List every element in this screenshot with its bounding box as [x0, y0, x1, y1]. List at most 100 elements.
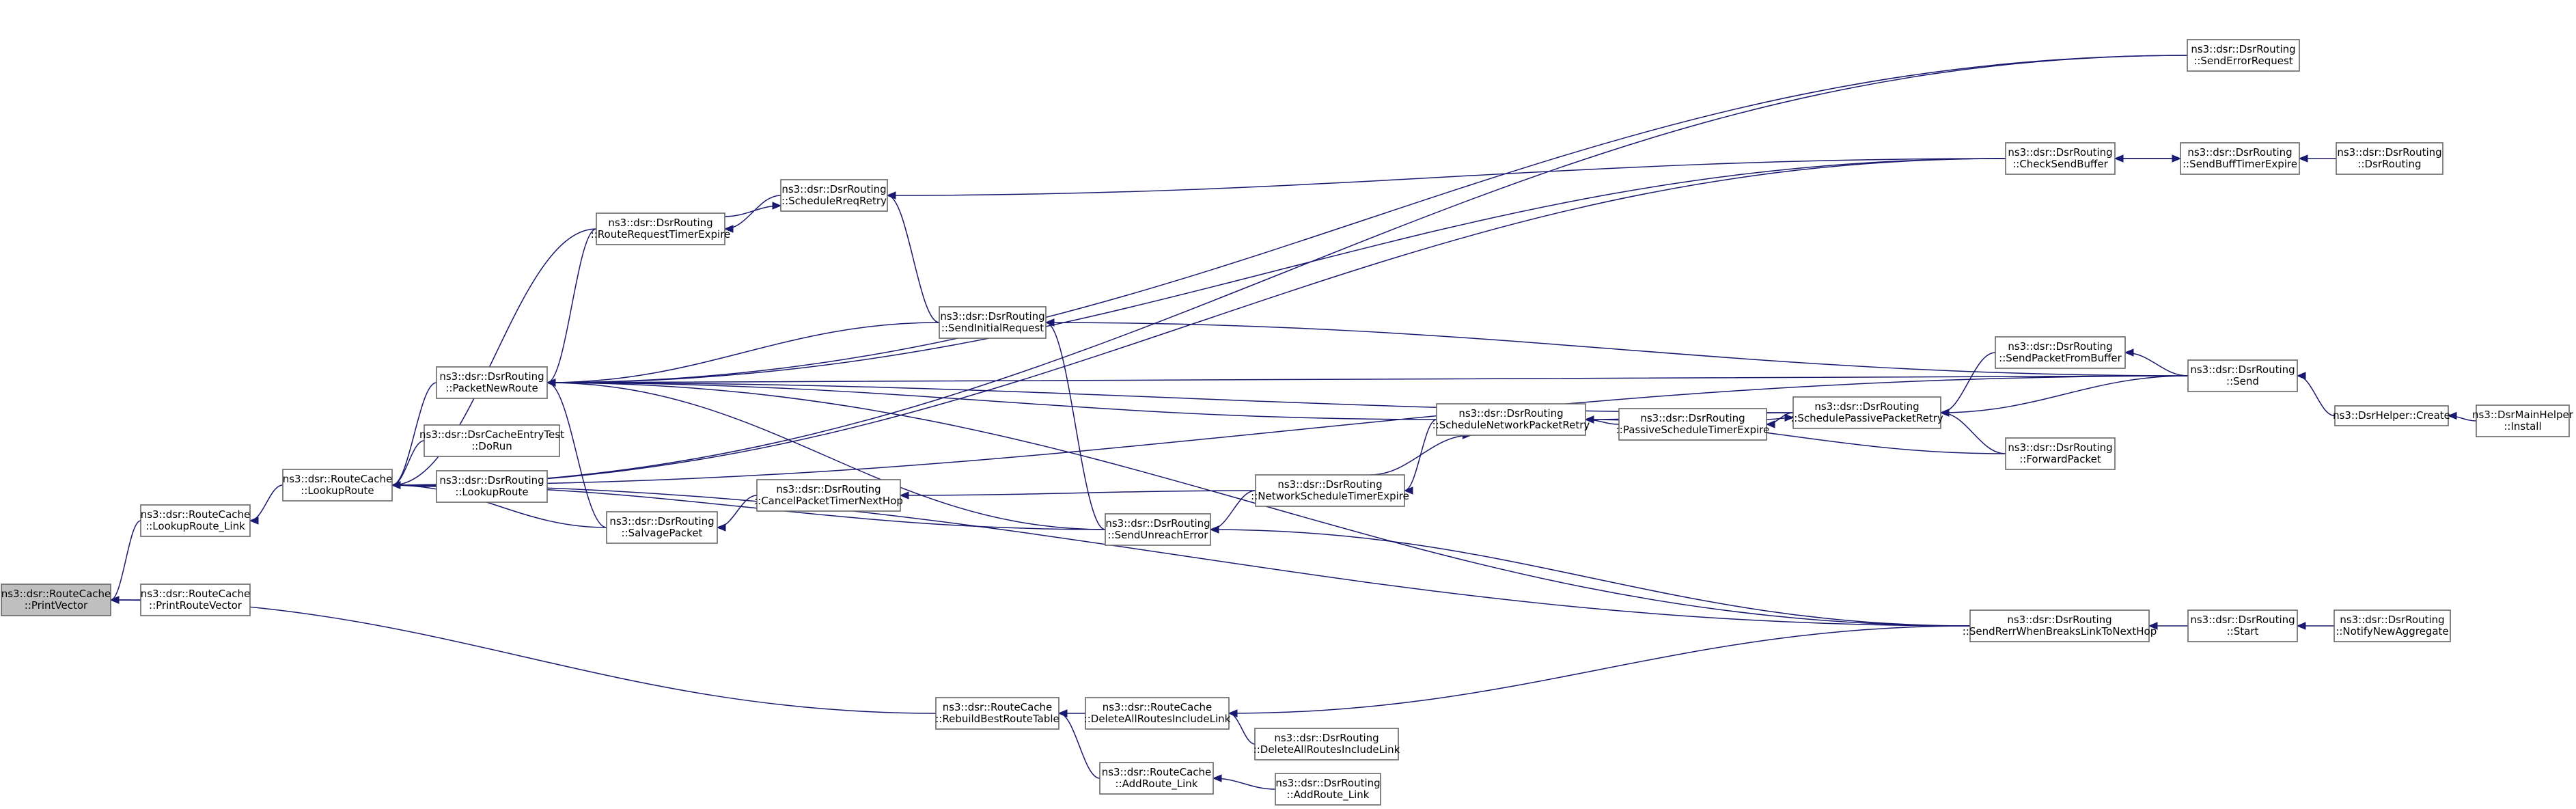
- node-send[interactable]: ns3::dsr::DsrRouting::Send: [2187, 359, 2298, 392]
- node-sendrerrwhenbreaks[interactable]: ns3::dsr::DsrRouting::SendRerrWhenBreaks…: [1963, 609, 2157, 642]
- node-label-line: ns3::dsr::DsrRouting: [2187, 146, 2292, 159]
- node-label-line: ns3::dsr::DsrRouting: [1105, 517, 1210, 530]
- node-networkscheduletimerexpire[interactable]: ns3::dsr::DsrRouting::NetworkScheduleTim…: [1251, 474, 1409, 507]
- node-box[interactable]: [1792, 396, 1941, 429]
- node-box[interactable]: [939, 306, 1047, 339]
- node-box[interactable]: [1099, 762, 1214, 795]
- node-box[interactable]: [282, 469, 393, 502]
- node-routerequesttimerexpire[interactable]: ns3::dsr::DsrRouting::RouteRequestTimerE…: [591, 212, 731, 245]
- node-box[interactable]: [436, 470, 548, 503]
- node-box[interactable]: [1254, 728, 1399, 760]
- node-packetnewroute[interactable]: ns3::dsr::DsrRouting::PacketNewRoute: [436, 366, 548, 399]
- node-forwardpacket[interactable]: ns3::dsr::DsrRouting::ForwardPacket: [2005, 437, 2116, 470]
- node-lookuproute[interactable]: ns3::dsr::RouteCache::LookupRoute: [282, 469, 393, 502]
- node-label-line: ::ScheduleNetworkPacketRetry: [1432, 419, 1590, 431]
- node-salvagepacket[interactable]: ns3::dsr::DsrRouting::SalvagePacket: [606, 511, 718, 544]
- edges-layer: [109, 55, 2477, 790]
- node-routing_addroute_link[interactable]: ns3::dsr::DsrRouting::AddRoute_Link: [1275, 773, 1381, 806]
- node-box[interactable]: [2187, 39, 2300, 72]
- node-dsrrouting_ctor[interactable]: ns3::dsr::DsrRouting::DsrRouting: [2336, 142, 2443, 175]
- node-sendpacketfrombuffer[interactable]: ns3::dsr::DsrRouting::SendPacketFromBuff…: [1995, 336, 2126, 369]
- node-box[interactable]: [2187, 609, 2298, 642]
- node-box[interactable]: [1, 584, 111, 616]
- node-label-line: ::RebuildBestRouteTable: [935, 713, 1060, 725]
- node-routing_deleteallroutes[interactable]: ns3::dsr::DsrRouting::DeleteAllRoutesInc…: [1254, 728, 1400, 760]
- node-box[interactable]: [2333, 609, 2451, 642]
- node-box[interactable]: [1969, 609, 2150, 642]
- node-routing_lookuproute[interactable]: ns3::dsr::DsrRouting::LookupRoute: [436, 470, 548, 503]
- node-box[interactable]: [1436, 403, 1586, 436]
- node-box[interactable]: [2005, 437, 2116, 470]
- node-box[interactable]: [2187, 359, 2298, 392]
- node-sendinitialrequest[interactable]: ns3::dsr::DsrRouting::SendInitialRequest: [939, 306, 1047, 339]
- node-box[interactable]: [140, 584, 251, 616]
- node-notifynewaggregate[interactable]: ns3::dsr::DsrRouting::NotifyNewAggregate: [2333, 609, 2451, 642]
- node-sendunreacherror[interactable]: ns3::dsr::DsrRouting::SendUnreachError: [1105, 513, 1211, 546]
- node-label-line: ns3::dsr::DsrRouting: [1274, 732, 1379, 744]
- node-label-line: ::LookupRoute_Link: [146, 520, 245, 533]
- node-label-line: ::CheckSendBuffer: [2012, 158, 2108, 170]
- call-edge-routerequesttimerexpire-to-packetnewroute: [546, 228, 597, 383]
- node-box[interactable]: [606, 511, 718, 544]
- node-printroutevector[interactable]: ns3::dsr::RouteCache::PrintRouteVector: [140, 584, 251, 616]
- node-label-line: ::DoRun: [471, 440, 512, 452]
- call-edge-forwardpacket-to-schedulepassivepacketretry: [1940, 412, 2006, 454]
- node-box[interactable]: [1085, 697, 1230, 730]
- node-box[interactable]: [2005, 142, 2116, 175]
- node-printvector[interactable]: ns3::dsr::RouteCache::PrintVector: [1, 584, 111, 616]
- node-schedulerreqretry[interactable]: ns3::dsr::DsrRouting::ScheduleRreqRetry: [780, 179, 888, 212]
- node-schedulepassivepacketretry[interactable]: ns3::dsr::DsrRouting::SchedulePassivePac…: [1790, 396, 1943, 429]
- node-senderrorrequest[interactable]: ns3::dsr::DsrRouting::SendErrorRequest: [2187, 39, 2300, 72]
- node-box[interactable]: [436, 366, 548, 399]
- call-edge-salvagepacket-to-lookuproute: [391, 484, 607, 528]
- node-box[interactable]: [1105, 513, 1211, 546]
- call-edge-senderrorrequest-to-packetnewroute: [546, 55, 2188, 383]
- arrowhead-mainhelperinstall-to-helpercreate: [2447, 411, 2457, 420]
- node-box[interactable]: [1275, 773, 1381, 806]
- node-label-line: ns3::dsr::DsrRouting: [1458, 407, 1563, 420]
- node-box[interactable]: [2334, 405, 2449, 426]
- node-label-line: ::DeleteAllRoutesIncludeLink: [1254, 743, 1400, 756]
- node-start[interactable]: ns3::dsr::DsrRouting::Start: [2187, 609, 2298, 642]
- node-cacheentrytest[interactable]: ns3::dsr::DsrCacheEntryTest::DoRun: [419, 424, 564, 457]
- node-passivescheduletimerexpire[interactable]: ns3::dsr::DsrRouting::PassiveScheduleTim…: [1616, 408, 1770, 441]
- node-schedulenetworkpacketretry[interactable]: ns3::dsr::DsrRouting::ScheduleNetworkPac…: [1432, 403, 1590, 436]
- node-checksendbuffer[interactable]: ns3::dsr::DsrRouting::CheckSendBuffer: [2005, 142, 2116, 175]
- node-box[interactable]: [424, 424, 560, 457]
- node-sendbufftimerexpire[interactable]: ns3::dsr::DsrRouting::SendBuffTimerExpir…: [2180, 142, 2300, 175]
- node-box[interactable]: [2336, 142, 2443, 175]
- node-label-line: ::SendRerrWhenBreaksLinkToNextHop: [1963, 625, 2157, 637]
- node-cancelpackettimernexthop[interactable]: ns3::dsr::DsrRouting::CancelPacketTimerN…: [754, 479, 903, 512]
- node-box[interactable]: [780, 179, 888, 212]
- node-mainhelperinstall[interactable]: ns3::DsrMainHelper::Install: [2472, 404, 2574, 437]
- node-box[interactable]: [935, 697, 1060, 730]
- node-label-line: ::Install: [2504, 420, 2541, 433]
- node-helpercreate[interactable]: ns3::DsrHelper::Create: [2333, 405, 2450, 426]
- node-label-line: ns3::dsr::DsrRouting: [439, 370, 544, 383]
- arrowhead-send-to-sendinitialrequest: [1044, 318, 1055, 327]
- node-label-line: ::Send: [2226, 375, 2259, 387]
- call-edge-send-to-sendpacketfrombuffer: [2124, 352, 2189, 376]
- node-box[interactable]: [2476, 404, 2570, 437]
- node-label-line: ns3::dsr::DsrRouting: [2008, 340, 2112, 353]
- node-label-line: ns3::dsr::RouteCache: [1103, 701, 1213, 713]
- arrowhead-schedulenetworkpacketretry-to-networkscheduletimerexpire: [1403, 486, 1413, 495]
- arrowhead-sendrerrwhenbreaks-to-lookuproute: [391, 481, 401, 489]
- arrowhead-forwardpacket-to-schedulenetworkpacketretry: [1584, 415, 1594, 424]
- node-addroute_link[interactable]: ns3::dsr::RouteCache::AddRoute_Link: [1099, 762, 1214, 795]
- node-box[interactable]: [596, 212, 725, 245]
- node-rebuildbestroutetable[interactable]: ns3::dsr::RouteCache::RebuildBestRouteTa…: [935, 697, 1060, 730]
- node-box[interactable]: [756, 479, 901, 512]
- node-box[interactable]: [1618, 408, 1767, 441]
- node-lookuproute_link[interactable]: ns3::dsr::RouteCache::LookupRoute_Link: [140, 504, 251, 537]
- arrowhead-schedulerreqretry-to-routerequesttimerexpire: [723, 225, 734, 233]
- node-label-line: ns3::dsr::DsrRouting: [2007, 614, 2111, 626]
- call-edge-sendinitialrequest-to-schedulerreqretry: [887, 195, 940, 323]
- node-box[interactable]: [2180, 142, 2300, 175]
- node-box[interactable]: [1255, 474, 1405, 507]
- call-edge-sendunreacherror-to-sendinitialrequest: [1045, 322, 1106, 530]
- node-box[interactable]: [140, 504, 251, 537]
- node-deleteallroutesincludelink[interactable]: ns3::dsr::RouteCache::DeleteAllRoutesInc…: [1084, 697, 1231, 730]
- node-box[interactable]: [1995, 336, 2126, 369]
